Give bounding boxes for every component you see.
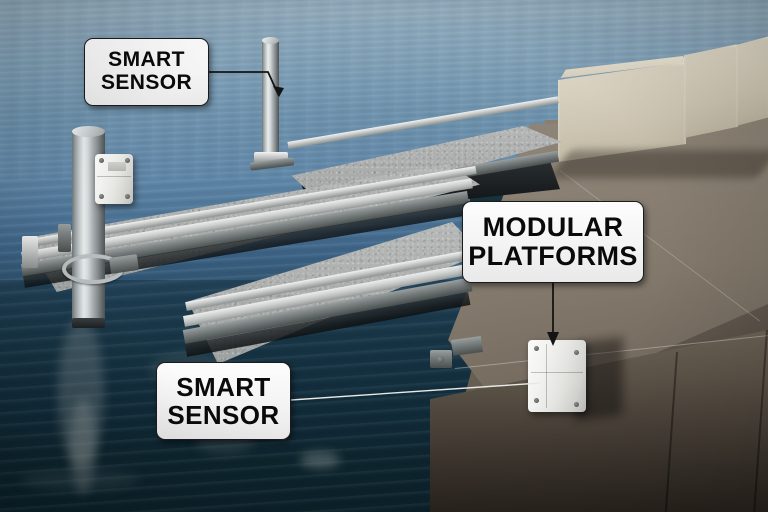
water-reflection [58, 318, 104, 468]
callout-line-1: MODULAR [482, 211, 624, 242]
callout-line-2: SENSOR [167, 400, 280, 430]
callout-line-1: SMART [176, 371, 271, 402]
guide-piling-near-cap [72, 126, 105, 137]
mooring-post-far [262, 40, 279, 162]
sensor-screw [125, 158, 130, 163]
sensor-screw [534, 346, 539, 351]
callout-smart-sensor-bottom[interactable]: SMART SENSOR [156, 362, 291, 440]
platform-corner-fitting [22, 236, 38, 268]
water-reflection [70, 398, 96, 494]
barrier-block [684, 44, 738, 138]
water-reflection [300, 452, 340, 468]
sensor-screw [125, 194, 130, 199]
sensor-lid-seam [531, 372, 583, 373]
sensor-lid-seam [97, 176, 131, 177]
mooring-post-far-cap [262, 37, 279, 44]
callout-line-2: PLATFORMS [468, 241, 638, 271]
sensor-screw [574, 402, 579, 407]
sensor-screw [574, 350, 579, 355]
sensor-screw [99, 194, 104, 199]
sensor-vertical-seam [546, 344, 547, 408]
guide-piling-waterline [72, 318, 105, 328]
sensor-screw [99, 158, 104, 163]
mooring-post-far-base [254, 152, 288, 163]
callout-smart-sensor-top[interactable]: SMART SENSOR [84, 38, 209, 106]
platform-corner-fitting [58, 224, 71, 252]
leader-line-smart-sensor-top [209, 71, 284, 97]
water-reflection [20, 470, 140, 490]
sensor-indicator-strip [108, 162, 126, 171]
callout-line-1: SMART [108, 48, 185, 72]
leader-line-smart-sensor-bottom [290, 382, 541, 401]
sensor-screw [534, 398, 539, 403]
leader-line-modular-platforms [547, 283, 559, 346]
platform-end-bolt [437, 356, 444, 363]
barrier-block [558, 62, 686, 162]
barrier-block [736, 36, 768, 126]
callout-line-2: SENSOR [100, 71, 193, 94]
callout-modular-platforms[interactable]: MODULAR PLATFORMS [462, 201, 644, 283]
